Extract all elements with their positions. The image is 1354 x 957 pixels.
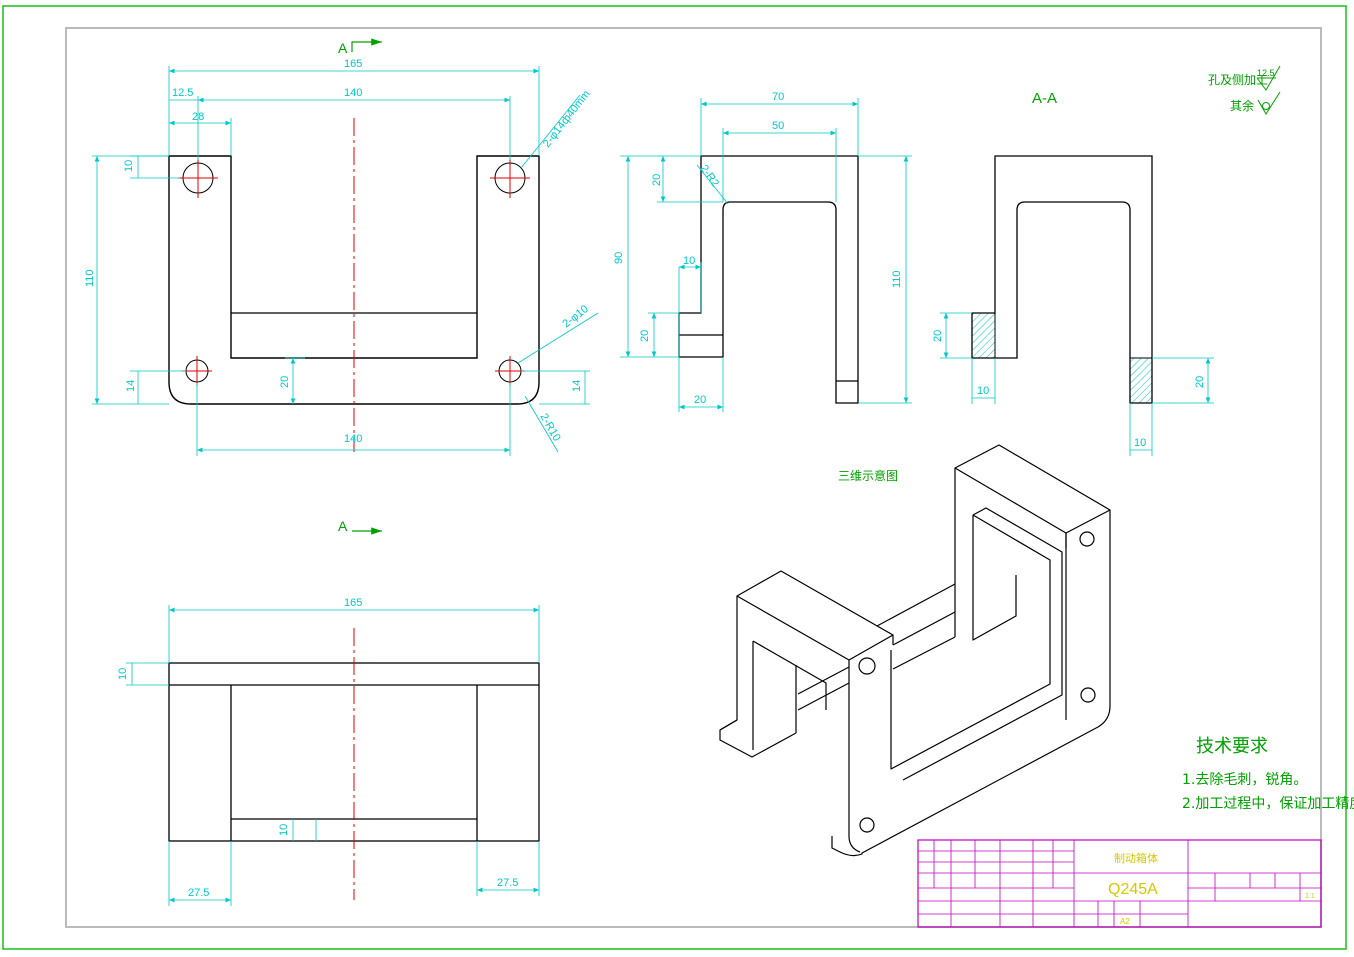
hole-top-right [490,158,530,198]
dim-27-5-left: 27.5 [188,887,209,899]
side-view [678,155,859,404]
title-scale: 1:1 [1305,893,1315,900]
dim-14-left: 14 [125,380,137,392]
title-sheet-size: A2 [1120,917,1130,926]
roughness-note-1: 孔及侧加工 [1208,73,1268,87]
isometric-view [719,444,1111,857]
roughness-symbol-1 [1256,65,1281,91]
tech-item-2: 2.加工过程中，保证加工精度。 [1182,796,1354,812]
inner-border [65,27,1322,928]
technical-requirements: 技术要求 1.去除毛刺，锐角。 2.加工过程中，保证加工精度。 [1182,736,1354,812]
section-marker-bottom: A [338,518,382,535]
roughness-value: 12.5 [1257,68,1275,78]
dim-140-top: 140 [344,87,362,99]
dim-20-web: 20 [279,376,291,388]
svg-text:A: A [338,518,348,534]
dim-10-bottom-top: 10 [117,668,129,680]
bottom-dimensions [126,605,540,906]
section-dimensions [940,312,1214,456]
dim-10-front: 10 [123,160,135,172]
dim-20-side-bottom: 20 [639,330,651,342]
dim-110-front: 110 [84,269,96,287]
dim-90: 90 [613,252,625,264]
svg-text:A: A [338,40,348,56]
note-holes-top: 2-φ14ф40mm [541,88,593,150]
note-radius: 2-R10 [537,412,562,444]
dim-110-side: 110 [891,270,903,288]
hole-bottom-left [182,356,212,386]
iso-title: 三维示意图 [838,468,898,483]
hole-top-left [178,158,218,198]
roughness-notes: 孔及侧加工 12.5 其余 [1208,65,1281,115]
dim-27-5-right: 27.5 [497,877,518,889]
dim-20-sec-right: 20 [1194,376,1206,388]
section-dim-text: 20 10 20 10 [932,330,1206,449]
front-dim-text: 165 140 12.5 28 10 110 14 14 20 140 2-φ1… [84,58,593,445]
dim-28: 28 [192,111,204,123]
dim-10-sec-left: 10 [977,385,989,397]
bottom-dim-text: 165 10 10 27.5 27.5 [117,597,518,899]
hole-bottom-right [495,356,525,386]
dim-10-sec-right: 10 [1134,437,1146,449]
tech-item-1: 1.去除毛刺，锐角。 [1182,772,1307,788]
dim-20-side-width: 20 [694,394,706,406]
roughness-symbol-2 [1257,91,1281,115]
side-dim-text: 70 50 20 2-R2 90 10 20 20 110 [613,91,903,406]
bottom-view [168,628,540,900]
section-title: A-A [1032,90,1057,107]
dim-70: 70 [772,91,784,103]
title-part-name: 制动箱体 [1114,851,1158,865]
front-outline [168,155,540,405]
dim-10-slot: 10 [278,824,290,836]
dim-10-side: 10 [683,255,695,267]
title-material: Q245A [1108,881,1158,898]
note-holes-bottom: 2-φ10 [560,303,590,330]
dim-165-top: 165 [344,58,362,70]
tech-title: 技术要求 [1196,736,1268,757]
dim-165-bottom: 165 [344,597,362,609]
front-view [168,118,540,452]
title-block [917,839,1322,928]
dim-14-right: 14 [571,380,583,392]
front-dimensions [92,66,599,456]
outer-border [2,5,1347,950]
dim-12-5: 12.5 [172,87,193,99]
dim-20-sec-left: 20 [932,330,944,342]
roughness-note-2: 其余 [1230,98,1254,113]
section-view: A-A [971,90,1153,404]
section-marker-top: A [338,38,382,56]
dim-20-side-top: 20 [651,174,663,186]
dim-140-bottom: 140 [344,433,362,445]
side-dimensions [620,98,912,412]
dim-50: 50 [772,120,784,132]
